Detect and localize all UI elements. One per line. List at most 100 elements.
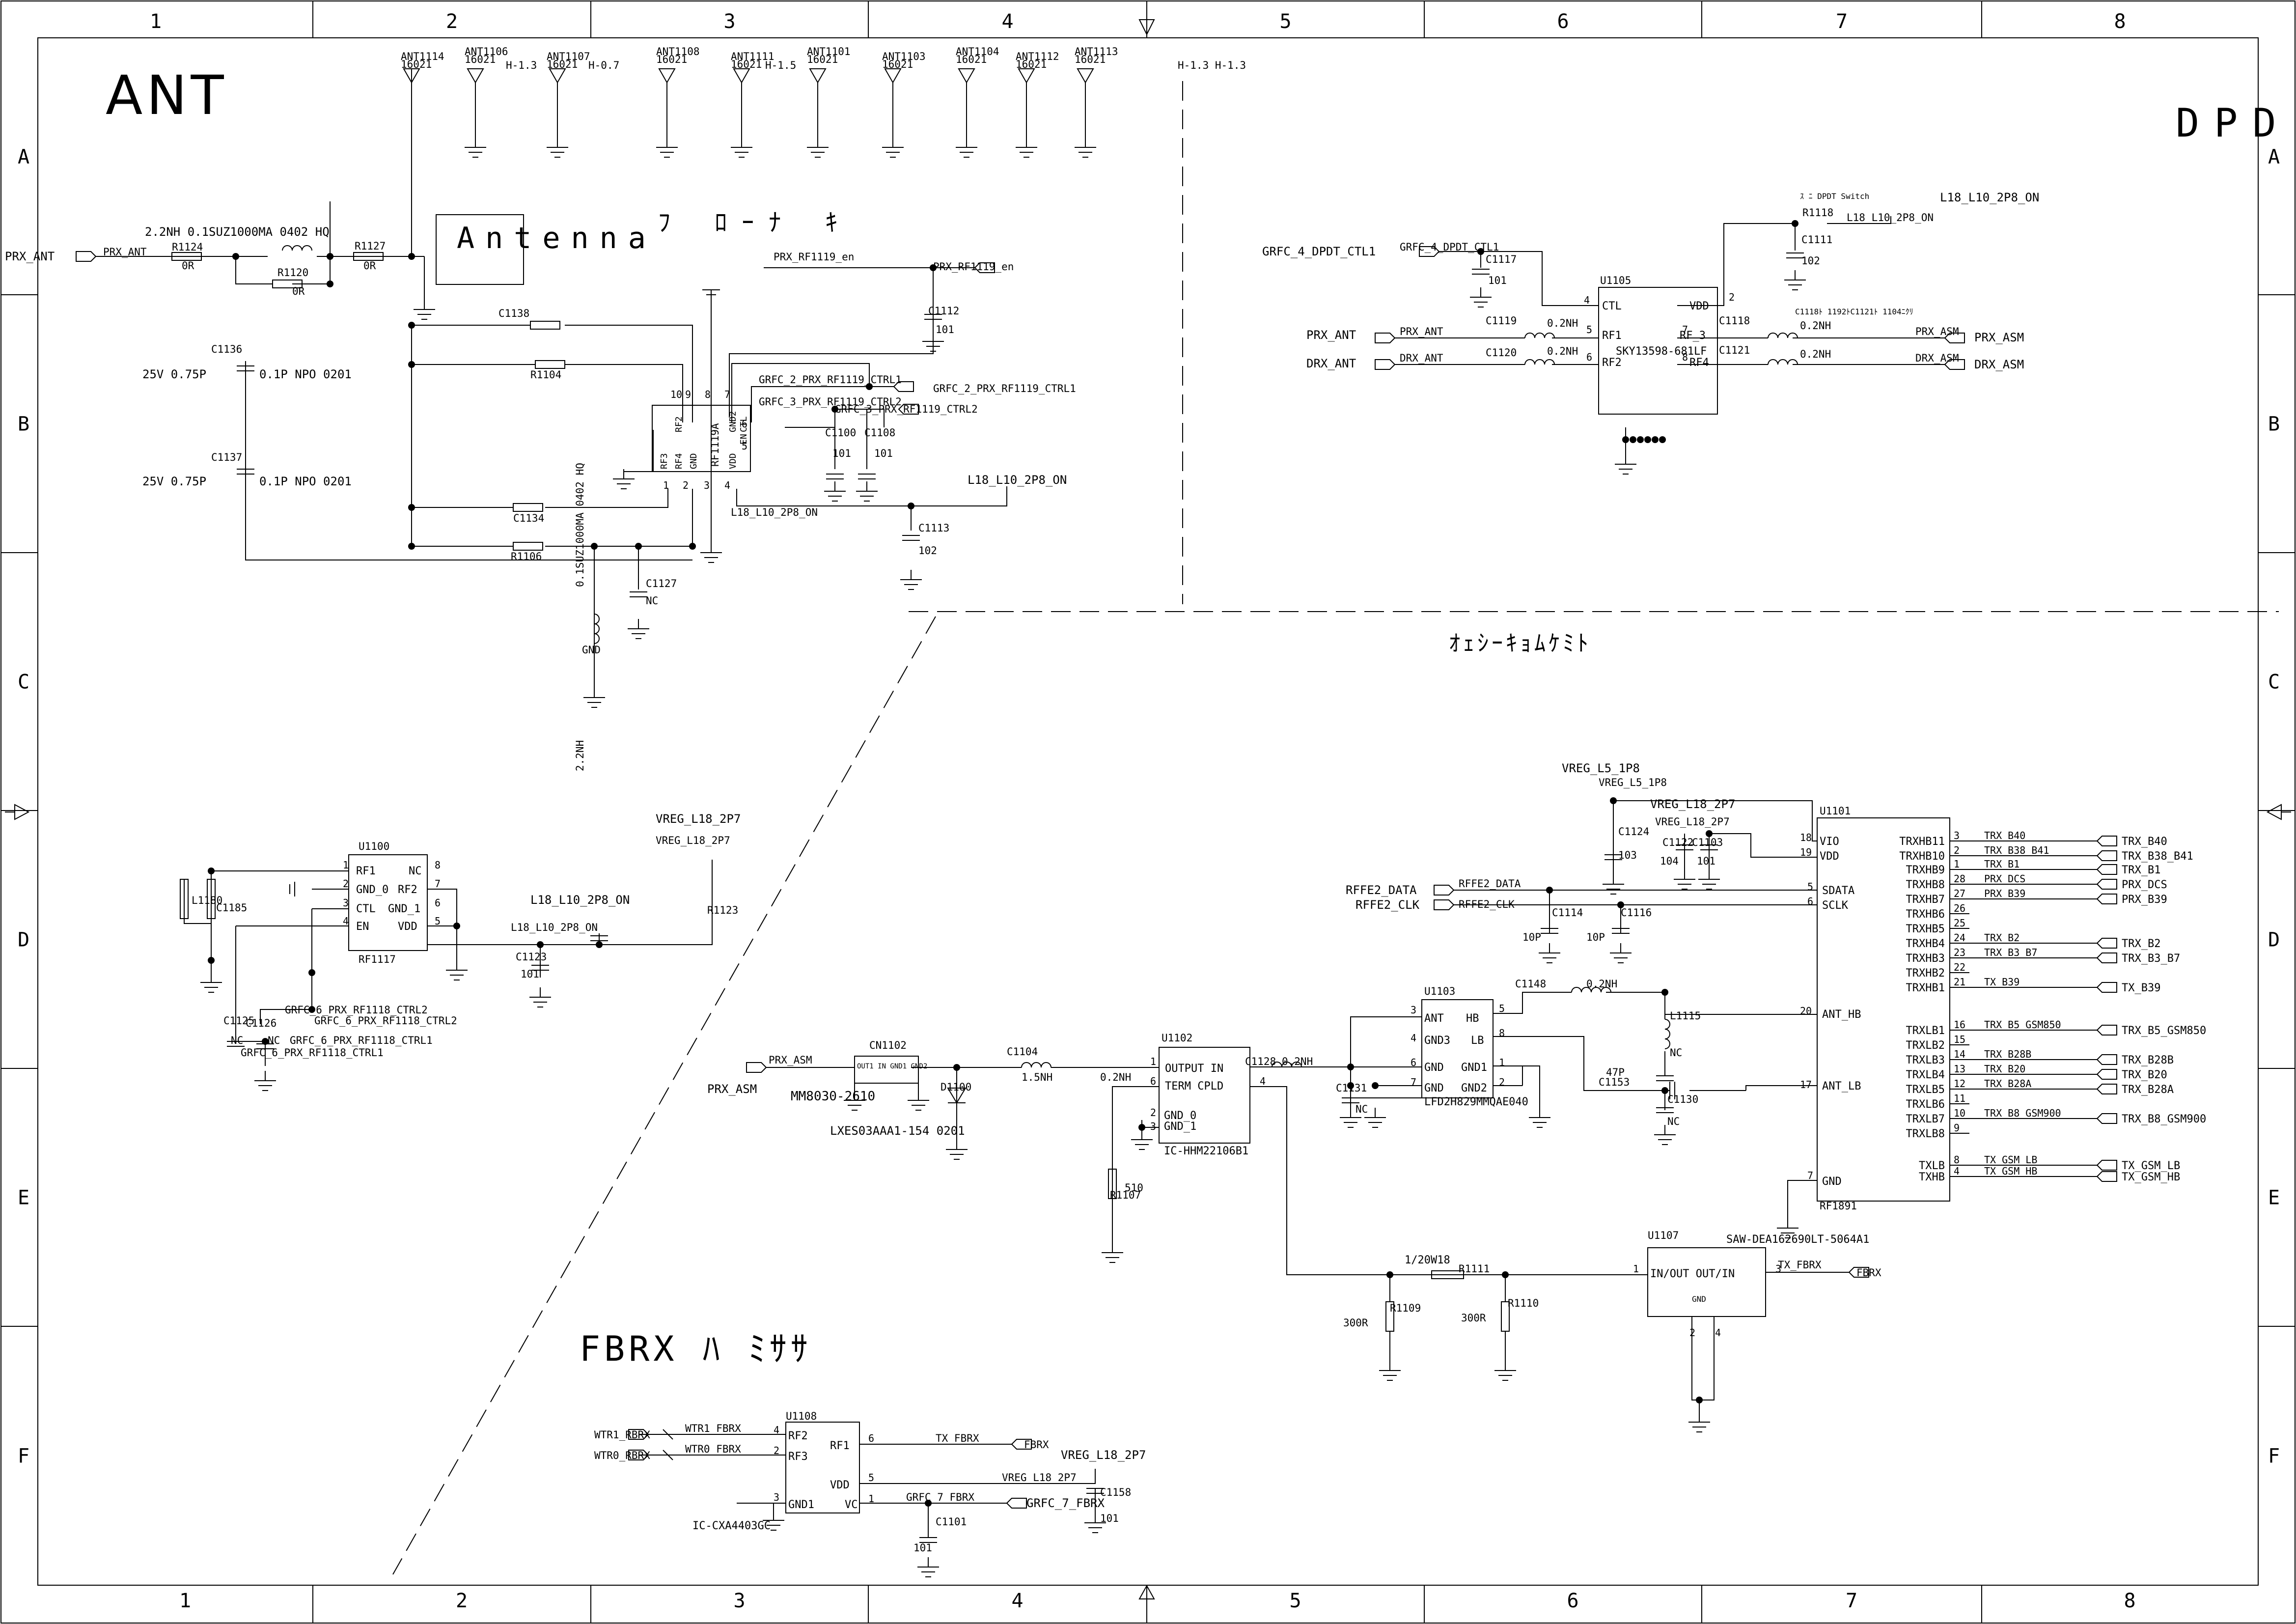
- junction-dot: [1659, 436, 1666, 443]
- pin-name: RF2: [398, 884, 417, 896]
- port-label: TRX_B38_B41: [2122, 850, 2193, 863]
- label-u1100-ctl1b: GRFC_6_PRX_RF1118_CTRL1: [241, 1047, 384, 1059]
- pin-name: CTL: [739, 416, 749, 432]
- gnd: [1379, 1361, 1401, 1381]
- pin-number: 7: [435, 878, 441, 890]
- label-lfd-c1131v: NC: [1355, 1103, 1368, 1115]
- pin-name: TRXHB9: [1906, 864, 1945, 876]
- u1108-box: [785, 1422, 860, 1513]
- gnd: [700, 543, 722, 563]
- pin-number: 5: [868, 1472, 874, 1484]
- pin-number: 1: [1954, 858, 1960, 870]
- pin-number: 9: [1954, 1122, 1960, 1134]
- junction-dot: [308, 1006, 315, 1013]
- pin-name: RF1: [830, 1440, 850, 1452]
- label-dpdt-c1117v: 101: [1488, 275, 1507, 286]
- label-ant-block-c1100v: 101: [832, 448, 851, 459]
- column-label-bottom: 1: [179, 1590, 191, 1612]
- column-label-bottom: 7: [1846, 1590, 1857, 1612]
- gnd: [1674, 869, 1695, 890]
- label-u1100-c1123v: 101: [521, 968, 539, 980]
- antenna-value: 16021: [731, 58, 762, 70]
- column-label-top: 3: [723, 10, 735, 33]
- label-asm-l02: 0.2NH: [1100, 1071, 1131, 1083]
- pin-number: 20: [1800, 1005, 1812, 1017]
- label-dpdt-drx-asm2: DRX_ASM: [1974, 358, 2024, 371]
- components: [76, 245, 2117, 1577]
- pin-number: 16: [1954, 1019, 1965, 1031]
- gnd: [1340, 1108, 1361, 1128]
- label-dpdt-drx-ant: DRX_ANT: [1306, 357, 1356, 370]
- junction-dot: [408, 253, 415, 260]
- pin-name: GND_0: [356, 884, 388, 896]
- junction-dot: [1696, 1397, 1703, 1403]
- column-label-top: 5: [1279, 10, 1291, 33]
- antenna-ref: ANT1108: [656, 46, 700, 57]
- pin-name: VDD: [728, 453, 738, 469]
- pin-number: 4: [774, 1424, 779, 1436]
- label-u1107-r1109v: 300R: [1343, 1317, 1368, 1329]
- c1127: [630, 591, 647, 597]
- net-label: TX_B39: [1984, 976, 2019, 988]
- pin-name: EN: [739, 434, 749, 445]
- gnd: [254, 1071, 276, 1091]
- antenna-icon: [733, 68, 750, 147]
- pin-name: TRXHB11: [1899, 836, 1945, 848]
- label-asm-r1107v: 510: [1125, 1182, 1143, 1194]
- r1110: [1501, 1301, 1510, 1332]
- gnd: [824, 481, 846, 502]
- label-u1101-vreg15: VREG_L5_1P8: [1562, 761, 1640, 775]
- c1112: [924, 314, 942, 320]
- pin-name: GND_0: [1164, 1110, 1196, 1122]
- pin-name: TRXHB4: [1906, 938, 1945, 950]
- label-dpdt-drx-asm: DRX_ASM: [1915, 352, 1959, 364]
- gnd: [1654, 1125, 1676, 1145]
- c1130b: [1656, 1107, 1674, 1113]
- antenna-ref: ANT1103: [882, 51, 926, 62]
- junction-dot: [831, 406, 838, 413]
- gnd: [1539, 943, 1560, 963]
- l1115: [1664, 1019, 1670, 1049]
- label-u1101-c1124v: 103: [1618, 849, 1637, 861]
- l-match: [282, 245, 312, 251]
- cn1102-box: [854, 1056, 919, 1084]
- d1100-icon: [947, 1088, 967, 1104]
- port-label: TRX_B28A: [2122, 1084, 2174, 1096]
- pin-number: 7: [724, 389, 730, 400]
- label-lfd-c1153v: 47P: [1606, 1066, 1625, 1078]
- junction-dot: [1138, 1124, 1145, 1131]
- label-u1101-rffe-d2: RFFE2_DATA: [1459, 878, 1521, 890]
- pin-name: TRXHB3: [1906, 952, 1945, 965]
- label-u1101-c1116v: 10P: [1586, 931, 1605, 943]
- c1124: [1604, 854, 1622, 860]
- ground-icon: [882, 147, 904, 158]
- pin-number: 2: [774, 1445, 779, 1456]
- net-label: PRX_B39: [1984, 888, 2025, 899]
- antenna-box: [436, 214, 524, 285]
- pin-number: 2: [683, 479, 689, 491]
- label-u1107-part: SAW-DEA162690LT-5064A1: [1726, 1233, 1869, 1246]
- junction-dot: [1347, 1064, 1354, 1070]
- column-label-top: 4: [1001, 10, 1013, 33]
- pin-number: 7: [1682, 324, 1688, 336]
- label-dpdt-grfc4b: GRFC_4_DPDT_CTL1: [1400, 241, 1499, 253]
- label-lfd-c1148: C1148: [1515, 978, 1546, 990]
- section-separators: [392, 81, 2279, 1575]
- column-label-bottom: 4: [1011, 1590, 1023, 1612]
- antenna-label: Antenna: [457, 221, 657, 255]
- pin-name: GND3: [1424, 1035, 1450, 1047]
- pin-name: GND: [1822, 1176, 1842, 1188]
- junction-dot: [453, 923, 460, 929]
- label-ant-block-r1127v: 0R: [363, 260, 376, 272]
- pin-number: 3: [1775, 1263, 1781, 1275]
- pin-number: 10: [1954, 1107, 1965, 1119]
- trx-port: [2096, 1025, 2117, 1036]
- l1180: [180, 879, 189, 919]
- label-ant-block-c1136v: 25V 0.75P: [142, 367, 206, 381]
- pin-number: 11: [1954, 1092, 1965, 1104]
- gnd: [763, 1511, 784, 1531]
- u1102-box: [1159, 1047, 1250, 1144]
- label-u1100-vreg2: VREG_L18_2P7: [656, 835, 730, 846]
- gnd: [200, 973, 222, 993]
- pin-number: 2: [1729, 291, 1735, 303]
